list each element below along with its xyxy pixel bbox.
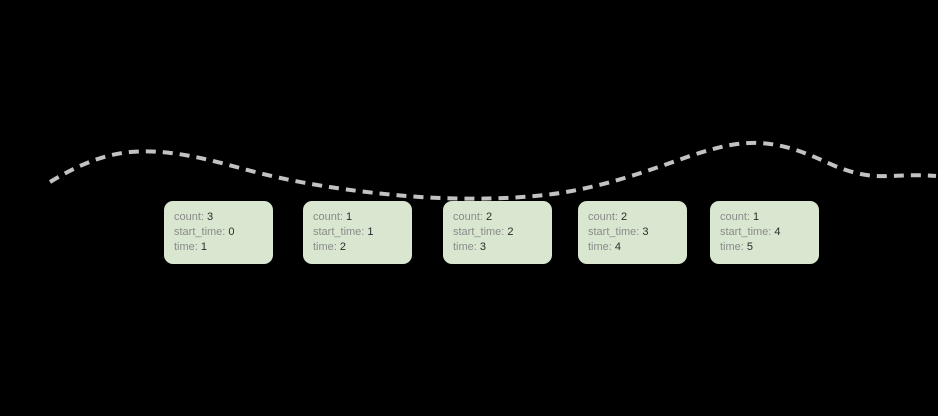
node-field-value: 0: [228, 226, 235, 238]
node-field-label: time:: [588, 241, 612, 253]
node-field-value: 1: [346, 211, 353, 223]
node-field-value: 1: [200, 241, 208, 253]
node-field-count: count: 2: [588, 210, 687, 225]
node-field-value: 2: [486, 211, 493, 223]
node-field-label: time:: [174, 241, 198, 253]
node-field-count: count: 1: [313, 210, 412, 225]
node-field-label: count:: [453, 211, 483, 223]
node-field-value: 3: [642, 226, 649, 238]
node-field-label: start_time:: [720, 226, 772, 238]
node-field-count: count: 3: [174, 210, 273, 225]
node-field-time: time: 1: [174, 240, 273, 255]
node-field-label: time:: [453, 241, 477, 253]
node-field-start_time: start_time: 3: [588, 225, 687, 240]
node-field-start_time: start_time: 2: [453, 225, 552, 240]
node-field-value: 1: [367, 226, 374, 238]
node-field-time: time: 4: [588, 240, 687, 255]
node-field-label: start_time:: [174, 226, 226, 238]
node-field-value: 5: [746, 241, 754, 253]
node-field-time: time: 2: [313, 240, 412, 255]
node-field-time: time: 5: [720, 240, 819, 255]
node-field-label: count:: [588, 211, 618, 223]
node-field-label: start_time:: [588, 226, 640, 238]
node-field-value: 2: [621, 211, 628, 223]
node-field-label: start_time:: [453, 226, 505, 238]
node-field-label: start_time:: [313, 226, 365, 238]
node-field-start_time: start_time: 0: [174, 225, 273, 240]
node-field-label: count:: [720, 211, 750, 223]
node-field-value: 3: [479, 241, 487, 253]
trend-curve-path: [48, 140, 937, 201]
node-field-label: time:: [313, 241, 337, 253]
node-field-value: 4: [614, 241, 622, 253]
node-field-count: count: 2: [453, 210, 552, 225]
node-field-time: time: 3: [453, 240, 552, 255]
node-field-label: count:: [313, 211, 343, 223]
node-field-label: time:: [720, 241, 744, 253]
node-field-count: count: 1: [720, 210, 819, 225]
node-field-label: count:: [174, 211, 204, 223]
node-field-value: 2: [339, 241, 347, 253]
node-field-value: 2: [507, 226, 514, 238]
node-field-start_time: start_time: 4: [720, 225, 819, 240]
node-field-start_time: start_time: 1: [313, 225, 412, 240]
node-field-value: 3: [207, 211, 214, 223]
node-field-value: 1: [753, 211, 760, 223]
node-field-value: 4: [774, 226, 781, 238]
